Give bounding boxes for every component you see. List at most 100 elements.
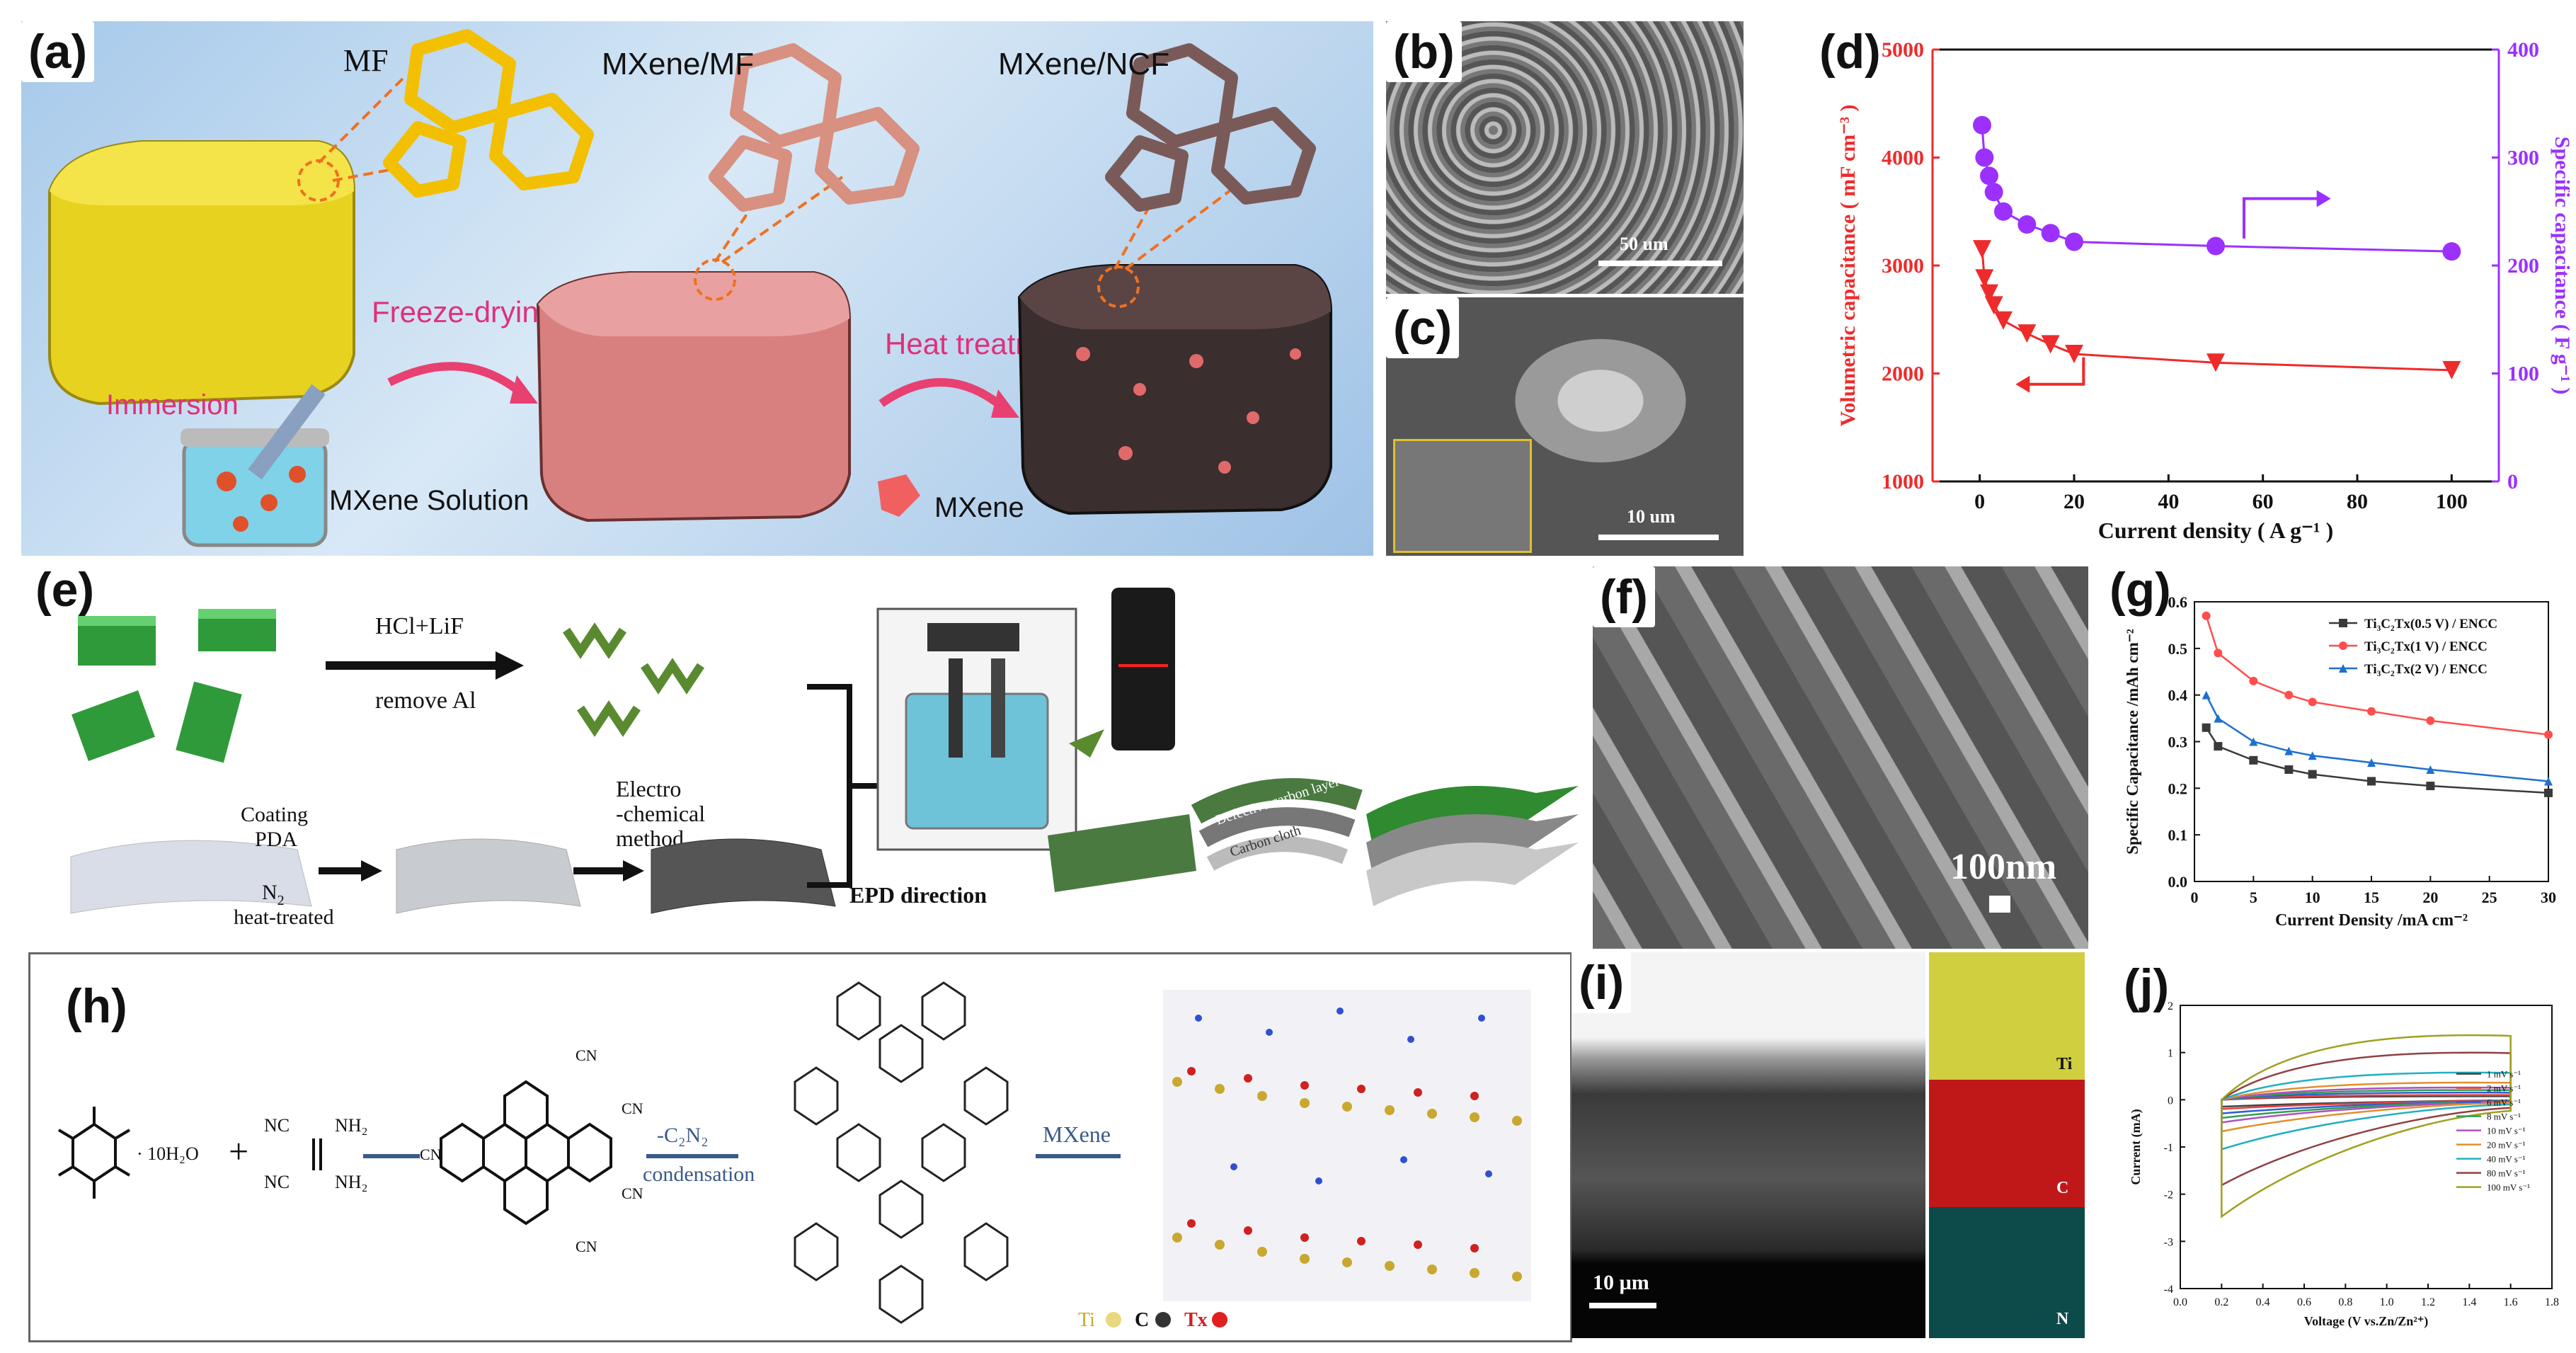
legend-marker bbox=[2339, 619, 2347, 627]
beaker bbox=[181, 428, 329, 547]
solution-label: MXene Solution bbox=[329, 485, 529, 516]
coated-cloth bbox=[1048, 814, 1196, 892]
immersion-label: Immersion bbox=[106, 389, 239, 421]
x-tick-label: 1.6 bbox=[2504, 1296, 2518, 1308]
y-tick-label: 0.0 bbox=[2168, 873, 2188, 891]
n2-label: N2 bbox=[262, 881, 285, 908]
data-point bbox=[1980, 284, 1998, 303]
tx-legend-label: Tx bbox=[1184, 1309, 1208, 1331]
legend-label: 10 mV s⁻¹ bbox=[2487, 1126, 2526, 1136]
x-tick-label: 15 bbox=[2364, 889, 2379, 906]
y-tick-label: 2 bbox=[2168, 1000, 2173, 1012]
y-left-tick-label: 4000 bbox=[1882, 147, 1924, 170]
x-tick-label: 0.6 bbox=[2297, 1296, 2311, 1308]
scale-label-b: 50 um bbox=[1620, 234, 1668, 254]
data-point bbox=[2284, 746, 2294, 755]
y-tick-label: 0.1 bbox=[2168, 826, 2188, 844]
mxene-arrow-label: MXene bbox=[1043, 1121, 1111, 1147]
data-point bbox=[2308, 770, 2317, 779]
data-point bbox=[1980, 166, 1998, 185]
mf-lattice bbox=[383, 29, 594, 198]
data-point bbox=[2544, 777, 2553, 786]
freeze-arrow bbox=[387, 362, 520, 393]
y-tick-label: -4 bbox=[2164, 1284, 2173, 1296]
coating-label-1: Coating bbox=[241, 803, 308, 826]
x-tick-label: 20 bbox=[2422, 889, 2438, 906]
data-point bbox=[2442, 360, 2461, 379]
data-point bbox=[2065, 345, 2083, 364]
y-right-tick-label: 200 bbox=[2507, 254, 2539, 278]
x-tick-label: 10 bbox=[2305, 889, 2320, 906]
data-point bbox=[2426, 716, 2435, 725]
x-tick-label: 0.2 bbox=[2214, 1296, 2228, 1308]
y-tick-label: 0.3 bbox=[2168, 733, 2188, 751]
ti-atom-icon bbox=[1106, 1312, 1121, 1328]
legend-marker bbox=[2339, 664, 2347, 673]
data-point bbox=[2442, 242, 2461, 261]
y-tick-label: -2 bbox=[2164, 1189, 2173, 1201]
x-tick-label: 20 bbox=[2063, 490, 2085, 513]
data-point bbox=[1975, 269, 1994, 288]
y-left-tick-label: 5000 bbox=[1882, 38, 1924, 62]
data-point bbox=[2041, 224, 2060, 243]
left-arrow-head bbox=[2015, 375, 2030, 393]
electro-label-2: -chemical bbox=[616, 801, 705, 826]
y-tick-label: 0.4 bbox=[2168, 687, 2188, 704]
y-left-tick-label: 2000 bbox=[1882, 362, 1924, 386]
panel-a: (a) MF Immersion MXene Solution Freeze-d bbox=[21, 21, 1373, 556]
legend-label: 6 mV s⁻¹ bbox=[2487, 1097, 2521, 1108]
y-axis-title: Specific Capacitance /mAh cm⁻² bbox=[2124, 629, 2141, 855]
legend-label: Ti₃C₂Tx(1 V) / ENCC bbox=[2364, 639, 2488, 654]
x-tick-label: 0.8 bbox=[2338, 1296, 2352, 1308]
data-point bbox=[2249, 755, 2258, 765]
y-left-axis-title: Volumetric capacitance ( mF cm⁻³ ) bbox=[1836, 105, 1860, 427]
data-point bbox=[2426, 782, 2435, 791]
panel-label-j: (j) bbox=[2124, 959, 2170, 1013]
y-left-tick-label: 3000 bbox=[1882, 254, 1924, 278]
heat-treated-label: heat-treated bbox=[234, 906, 334, 927]
mxene-ncf-lattice bbox=[1105, 43, 1316, 212]
x-tick-label: 30 bbox=[2541, 889, 2556, 906]
mxene-ncf-block bbox=[1017, 264, 1332, 515]
sem-image-c: (c) 10 um bbox=[1386, 297, 1744, 556]
nc-label-bottom: NC bbox=[264, 1172, 290, 1192]
carbon-cloth-encc bbox=[651, 838, 836, 914]
data-point bbox=[2367, 777, 2376, 786]
scale-label-c: 10 um bbox=[1627, 506, 1676, 527]
nh2-label-bottom: NH₂ bbox=[335, 1172, 368, 1192]
cn-label-5: CN bbox=[576, 1238, 597, 1255]
max-phase-blocks bbox=[71, 609, 276, 763]
carbon-cloth-pristine bbox=[70, 840, 312, 914]
series-line-2 bbox=[2205, 695, 2549, 782]
scale-bar-b bbox=[1598, 261, 1722, 266]
remove-al-label: remove Al bbox=[375, 687, 476, 714]
data-point bbox=[2017, 215, 2037, 234]
left-axis-indicator-arrow bbox=[2027, 357, 2085, 386]
x-axis-title: Current density ( A g⁻¹ ) bbox=[2098, 518, 2334, 543]
ti-legend-label: Ti bbox=[1078, 1309, 1095, 1331]
hcl-label: HCl+LiF bbox=[375, 613, 464, 639]
panel-e: (e) HCl+LiF remove Al Coating PDA N2 hea… bbox=[28, 559, 1586, 927]
eds-map-n: N bbox=[1929, 1207, 2085, 1338]
mxene-cof-model bbox=[1163, 990, 1531, 1301]
y-tick-label: -3 bbox=[2164, 1236, 2173, 1248]
mxene-legend-label: MXene bbox=[934, 492, 1024, 523]
cn-label-3: CN bbox=[420, 1146, 442, 1163]
data-point bbox=[2202, 723, 2211, 732]
data-point bbox=[2284, 765, 2294, 774]
electro-label-1: Electro bbox=[616, 776, 681, 801]
cv-curve-8 bbox=[2221, 1034, 2512, 1218]
mxene-flake-icon bbox=[878, 474, 920, 517]
synthesis-scheme-h: · 10H₂O + NC NC NH₂ NH₂ CN CN CN CN CN -… bbox=[57, 981, 1531, 1331]
y-left-tick-label: 1000 bbox=[1882, 470, 1924, 493]
epd-label: EPD direction bbox=[849, 882, 987, 908]
x-tick-label: 80 bbox=[2347, 490, 2368, 513]
c2n2-label: -C₂N₂ bbox=[657, 1124, 709, 1147]
cn-label-2: CN bbox=[622, 1100, 643, 1117]
y-tick-label: 0 bbox=[2168, 1095, 2173, 1107]
y-right-tick-label: 400 bbox=[2507, 38, 2539, 62]
c-legend-label: C bbox=[1135, 1309, 1149, 1331]
scale-bar-f bbox=[1989, 896, 2010, 913]
data-point bbox=[2249, 737, 2258, 746]
